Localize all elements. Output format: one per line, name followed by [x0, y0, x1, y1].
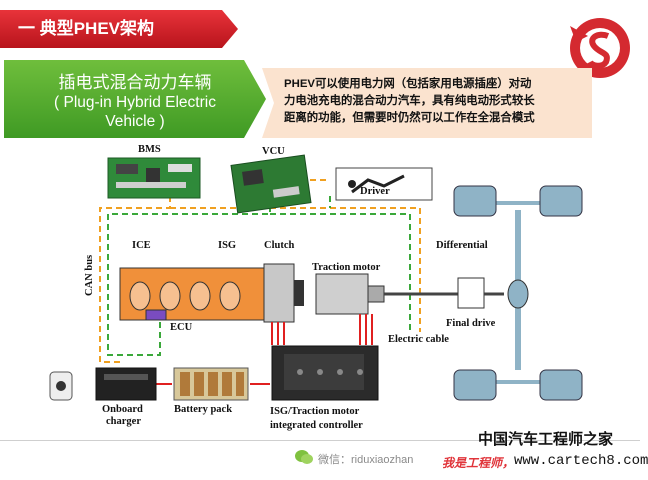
- ecu-box: [145, 309, 167, 321]
- label-driver: Driver: [360, 186, 390, 197]
- watermark-url: www.cartech8.com: [514, 453, 648, 469]
- description-line-3: 距离的功能，但需要时仍然可以工作在全混合模式: [284, 112, 535, 124]
- label-controller-1: ISG/Traction motor: [270, 406, 360, 417]
- can-line-green: [107, 206, 271, 356]
- label-bms: BMS: [138, 144, 161, 155]
- clutch-unit: [294, 280, 304, 306]
- onboard-charger-unit: [95, 367, 157, 401]
- wheel-rear-right: [539, 369, 583, 401]
- phev-en-title-2: Vehicle ): [105, 113, 165, 130]
- vcu-board: [230, 154, 312, 214]
- label-electric-cable: Electric cable: [388, 334, 449, 345]
- label-controller-2: integrated controller: [270, 420, 363, 431]
- wheel-rear-left: [453, 369, 497, 401]
- can-line-orange-left: [99, 196, 171, 363]
- label-battery-pack: Battery pack: [174, 404, 233, 415]
- footer-divider: [0, 440, 640, 441]
- differential-unit: [507, 279, 529, 309]
- label-onboard: Onboard: [102, 404, 143, 415]
- isg-unit: [263, 263, 295, 323]
- integrated-controller: [271, 345, 379, 401]
- driver-icon: [335, 167, 433, 201]
- wheel-front-left: [453, 185, 497, 217]
- watermark-site-name: 中国汽车工程师之家: [478, 432, 614, 448]
- phev-description: PHEV可以使用电力网（包括家用电源插座）对动 力电池充电的混合动力汽车，具有纯…: [262, 68, 592, 138]
- description-line-2: 力电池充电的混合动力汽车，具有纯电动形式较长: [284, 95, 535, 107]
- wheel-front-right: [539, 185, 583, 217]
- electric-cables: [156, 314, 373, 385]
- label-clutch: Clutch: [264, 240, 295, 251]
- wechat-icon: [295, 450, 313, 464]
- label-differential: Differential: [436, 240, 488, 251]
- label-traction-motor: Traction motor: [312, 262, 381, 273]
- description-line-1: PHEV可以使用电力网（包括家用电源插座）对动: [284, 78, 532, 90]
- phev-cn-title: 插电式混合动力车辆: [58, 73, 212, 92]
- charging-plug-icon: [49, 371, 73, 401]
- final-drive-box: [457, 277, 485, 309]
- label-final-drive: Final drive: [446, 318, 496, 329]
- bms-board: [107, 157, 201, 199]
- watermark-slogan: 我是工程师，: [442, 456, 515, 470]
- label-ecu: ECU: [170, 322, 193, 333]
- label-vcu: VCU: [262, 146, 285, 157]
- wechat-id: 微信：riduxiaozhan: [318, 454, 414, 466]
- can-line-green-right: [270, 213, 411, 332]
- phev-title-banner: 插电式混合动力车辆 ( Plug-in Hybrid Electric Vehi…: [4, 60, 266, 138]
- label-ice: ICE: [132, 240, 151, 251]
- label-can-bus: CAN bus: [84, 254, 95, 296]
- brand-logo-icon: [570, 18, 630, 78]
- label-charger: charger: [106, 416, 141, 427]
- battery-pack-unit: [173, 367, 249, 401]
- phev-en-title-1: ( Plug-in Hybrid Electric: [54, 94, 216, 111]
- traction-motor: [315, 273, 369, 315]
- section-title: 一 典型PHEV架构: [0, 10, 238, 48]
- label-isg: ISG: [218, 240, 237, 251]
